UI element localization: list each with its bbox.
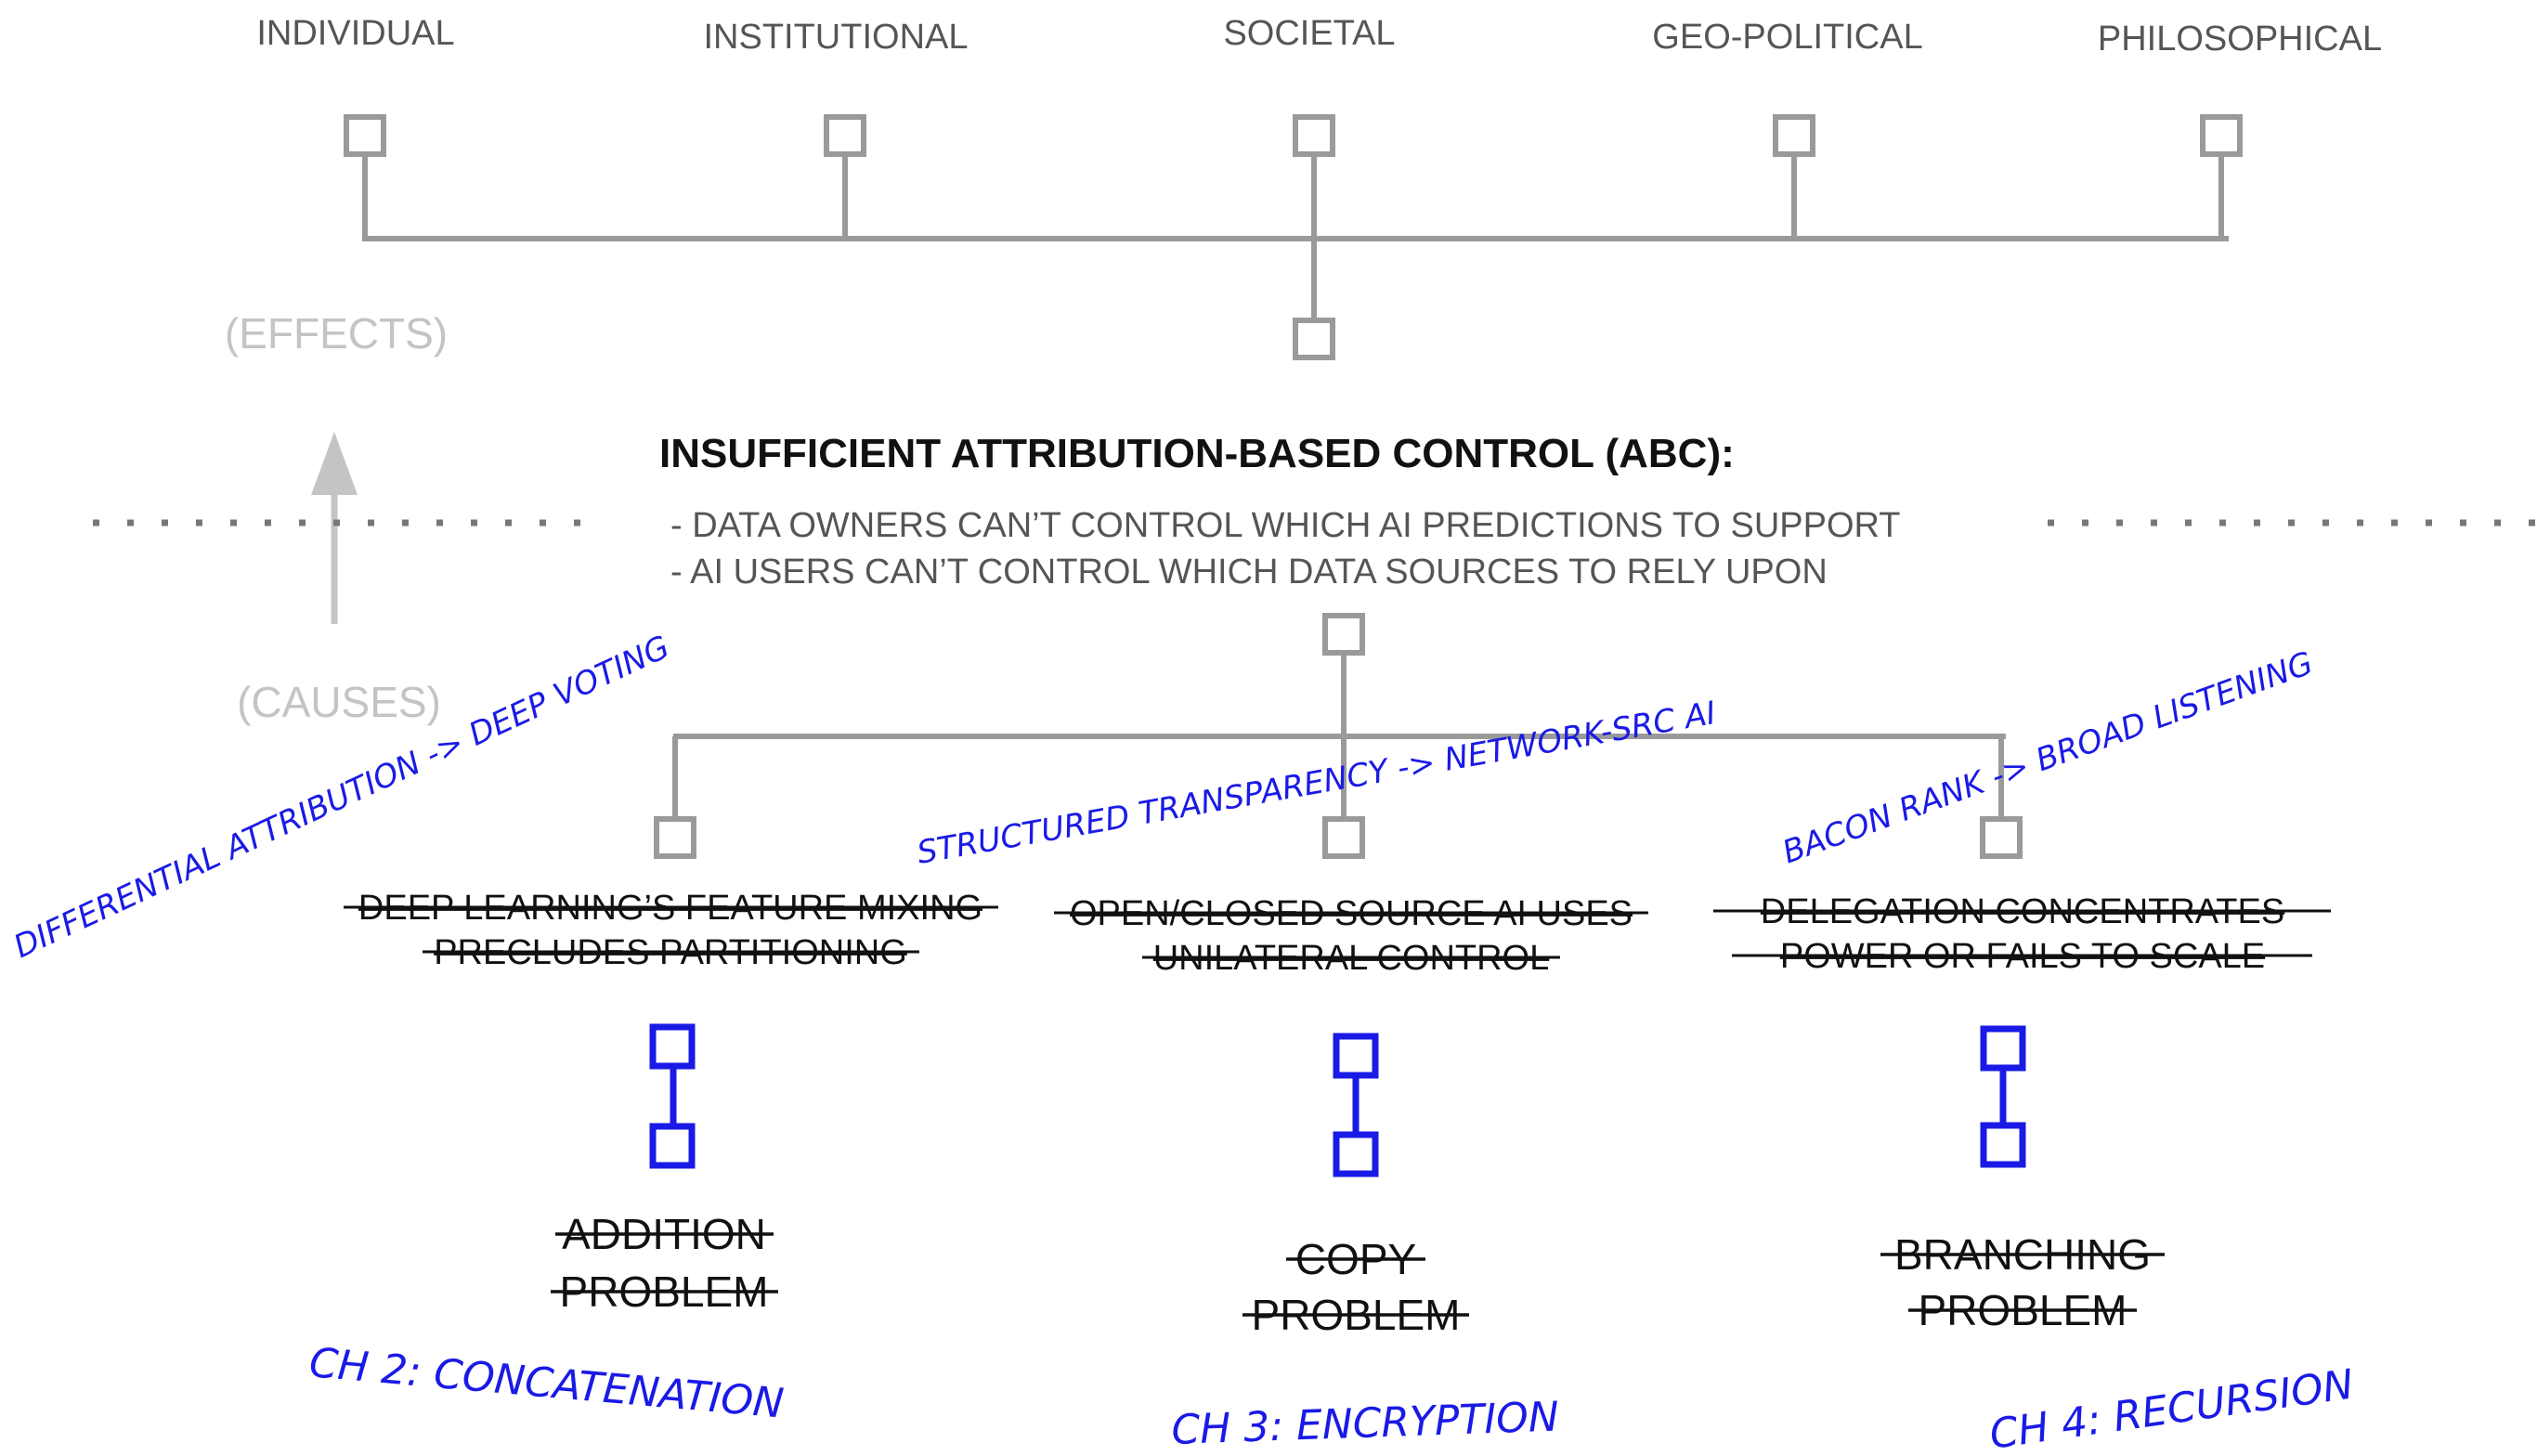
- effects-node-1: [344, 114, 386, 157]
- core-line-1: - DATA OWNERS CAN’T CONTROL WHICH AI PRE…: [670, 506, 1901, 545]
- effects-node-2: [824, 114, 866, 157]
- annotation-structured-transparency: STRUCTURED TRANSPARENCY -> NETWORK-SRC A…: [915, 695, 1719, 872]
- connector-icon-1: [649, 1023, 696, 1169]
- causes-label: (CAUSES): [237, 678, 441, 726]
- core-line-2: - AI USERS CAN’T CONTROL WHICH DATA SOUR…: [670, 552, 1828, 592]
- effect-label-societal: SOCIETAL: [1223, 14, 1395, 53]
- cause-node-2: [1322, 816, 1365, 859]
- annotation-bacon-rank: BACON RANK -> BROAD LISTENING: [1777, 644, 2318, 871]
- connector-icon-3: [1980, 1025, 2026, 1168]
- effects-tree: [344, 114, 2243, 360]
- chapter-4-label: CH 4: RECURSION: [1986, 1360, 2356, 1456]
- connector-icon-2: [1333, 1033, 1379, 1177]
- effects-node-3: [1293, 114, 1335, 157]
- effect-label-individual: INDIVIDUAL: [256, 14, 454, 53]
- effects-label: (EFFECTS): [225, 309, 448, 358]
- core-title: INSUFFICIENT ATTRIBUTION-BASED CONTROL (…: [659, 431, 1735, 476]
- effects-node-5: [2200, 114, 2243, 157]
- chapter-3-label: CH 3: ENCRYPTION: [1171, 1393, 1560, 1454]
- up-arrow-icon: [311, 432, 358, 495]
- cause-node-3: [1980, 816, 2023, 859]
- causes-tree: [654, 613, 2023, 859]
- effects-root-node: [1293, 318, 1335, 360]
- causes-root-node: [1322, 613, 1365, 656]
- effect-label-geopolitical: GEO-POLITICAL: [1652, 18, 1922, 57]
- chapter-2-label: CH 2: CONCATENATION: [307, 1339, 786, 1427]
- cause-node-1: [654, 816, 696, 859]
- effect-label-institutional: INSTITUTIONAL: [703, 18, 968, 57]
- effect-label-philosophical: PHILOSOPHICAL: [2098, 20, 2382, 58]
- effects-node-4: [1773, 114, 1815, 157]
